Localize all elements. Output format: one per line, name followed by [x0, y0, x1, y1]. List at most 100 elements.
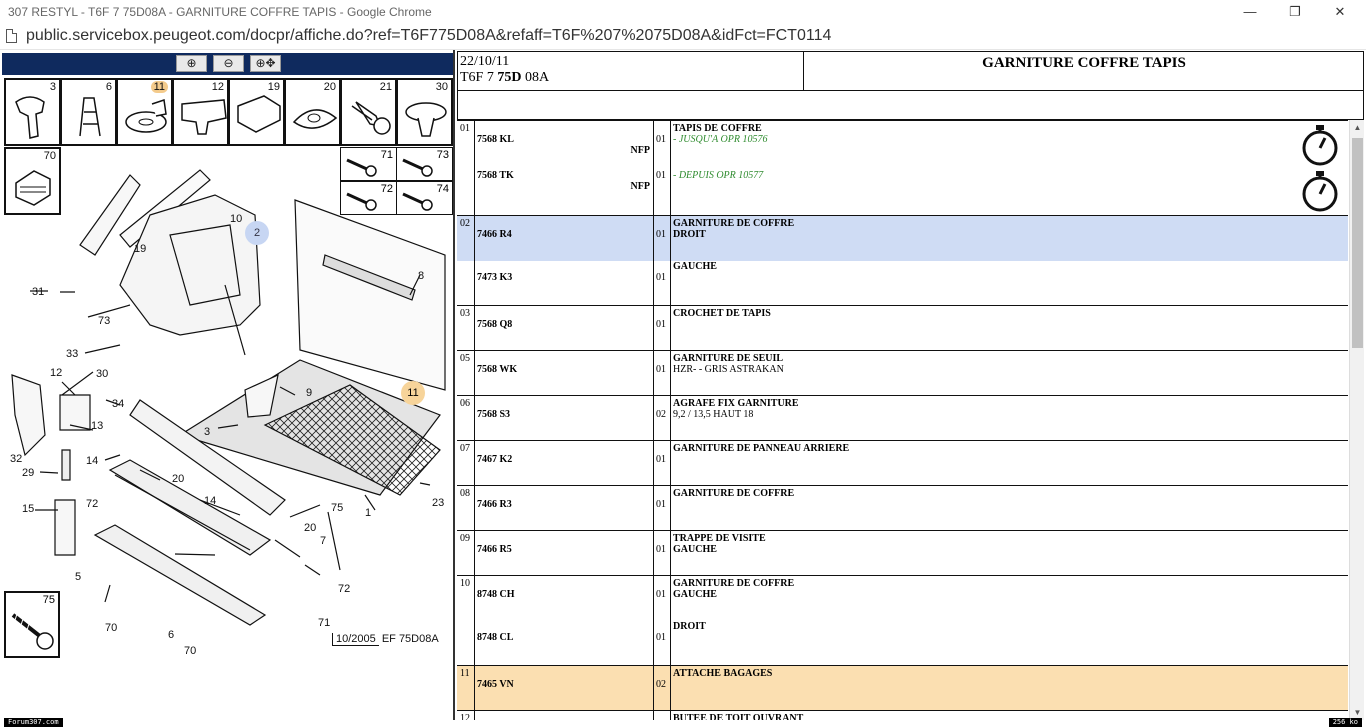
thumbnail-number: 19	[267, 81, 280, 93]
illustration-panel: ⊕ ⊖ ⊕✥ 3 6 11 12 19 20 21	[0, 50, 455, 720]
screw-icon	[402, 158, 433, 177]
scroll-up-arrow[interactable]: ▲	[1353, 123, 1362, 132]
thumbnail-21[interactable]: 21	[340, 78, 397, 146]
thumbnail-70[interactable]: 70	[4, 147, 61, 215]
thumbnail-30[interactable]: 30	[396, 78, 453, 146]
diagram-label[interactable]: 6	[168, 629, 175, 641]
part-reference[interactable]: 7467 K2	[477, 454, 513, 465]
scrollbar-thumb[interactable]	[1352, 138, 1363, 348]
diagram-label[interactable]: 7	[320, 535, 327, 547]
part-reference[interactable]: 7466 R4	[477, 229, 512, 240]
part-reference[interactable]: 7473 K3	[477, 272, 513, 283]
close-button[interactable]: ✕	[1334, 4, 1346, 19]
thumbnail-74[interactable]: 74	[396, 181, 453, 215]
thumbnail-6[interactable]: 6	[60, 78, 117, 146]
diagram-label[interactable]: 70	[105, 622, 118, 634]
diagram-label[interactable]: 15	[22, 503, 35, 515]
thumbnail-20[interactable]: 20	[284, 78, 341, 146]
diagram-label[interactable]: 33	[66, 348, 79, 360]
diagram-label[interactable]: 13	[91, 420, 104, 432]
diagram-label[interactable]: 10	[230, 213, 243, 225]
address-bar[interactable]: public.servicebox.peugeot.com/docpr/affi…	[0, 24, 1366, 50]
diagram-label[interactable]: 5	[75, 571, 82, 583]
thumbnail-12[interactable]: 12	[172, 78, 229, 146]
part-designation: TRAPPE DE VISITE	[673, 533, 766, 544]
thumbnail-73[interactable]: 73	[396, 147, 453, 181]
scrollbar[interactable]: ▲ ▼	[1349, 120, 1364, 720]
part-reference[interactable]: 8748 CL	[477, 632, 514, 643]
part-reference[interactable]: 7465 VN	[477, 679, 514, 690]
diagram-label[interactable]: 20	[172, 473, 185, 485]
diagram-label[interactable]: 30	[96, 368, 109, 380]
diagram-label[interactable]: 29	[22, 467, 35, 479]
zoom-in-button[interactable]: ⊕	[176, 55, 207, 72]
diagram-label[interactable]: 1	[365, 507, 372, 519]
diagram-label[interactable]: 23	[432, 497, 445, 509]
diagram-badge-11[interactable]: 11	[401, 381, 425, 405]
diagram-label[interactable]: 34	[112, 398, 125, 410]
diagram-label[interactable]: 14	[86, 455, 99, 467]
row-number: 10	[457, 576, 475, 665]
part-reference[interactable]: 7568 S3	[477, 409, 511, 420]
zoom-fit-button[interactable]: ⊕✥	[250, 55, 281, 72]
diagram-label[interactable]: 32	[10, 453, 23, 465]
diagram-label[interactable]: 20	[304, 522, 317, 534]
exploded-diagram[interactable]: 10 19 31 73 33 12 30 34 13 14 32 29 15 2…	[0, 155, 455, 657]
thumbnail-19[interactable]: 19	[228, 78, 285, 146]
part-reference[interactable]: 7568 TK	[477, 170, 514, 181]
url-text[interactable]: public.servicebox.peugeot.com/docpr/affi…	[26, 27, 832, 44]
part-reference[interactable]: 7466 R3	[477, 499, 512, 510]
part-reference[interactable]: 7568 WK	[477, 364, 518, 375]
reference-cell: 8748 CH 8748 CL	[475, 576, 654, 665]
screw-icon	[402, 192, 433, 211]
stopwatch-icon[interactable]	[1300, 169, 1340, 213]
diagram-label[interactable]: 9	[306, 387, 313, 399]
part-reference[interactable]: 8748 CH	[477, 589, 515, 600]
part-reference[interactable]: 7568 KL	[477, 134, 514, 145]
diagram-label[interactable]: 72	[86, 498, 99, 510]
diagram-badge-2[interactable]: 2	[245, 221, 269, 245]
quantity-cell: 02	[654, 396, 671, 440]
thumbnail-11[interactable]: 11	[116, 78, 173, 146]
thumbnail-72[interactable]: 72	[340, 181, 397, 215]
part-reference[interactable]: 7466 R5	[477, 544, 512, 555]
diagram-label[interactable]: 70	[184, 645, 197, 657]
diagram-label[interactable]: 73	[98, 315, 111, 327]
zoom-out-button[interactable]: ⊖	[213, 55, 244, 72]
diagram-label[interactable]: 3	[204, 426, 211, 438]
minimize-button[interactable]: —	[1243, 4, 1257, 19]
part-note: 9,2 / 13,5 HAUT 18	[673, 409, 754, 420]
thumbnail-3[interactable]: 3	[4, 78, 61, 146]
diagram-label[interactable]: 75	[331, 502, 344, 514]
diagram-label[interactable]: 8	[418, 270, 425, 282]
thumbnail-75[interactable]: 75	[4, 591, 60, 658]
diagram-label[interactable]: 12	[50, 367, 63, 379]
diagram-label[interactable]: 19	[134, 243, 147, 255]
part-reference[interactable]: 7568 Q8	[477, 319, 513, 330]
diagram-label[interactable]: 72	[338, 583, 351, 595]
part-quantity: 02	[656, 409, 666, 420]
diagram-label[interactable]: 14	[204, 495, 217, 507]
part-quantity: 01	[656, 589, 666, 600]
restore-button[interactable]: ❐	[1289, 4, 1301, 19]
scroll-down-arrow[interactable]: ▼	[1353, 708, 1362, 717]
diagram-label[interactable]: 31	[32, 286, 45, 298]
diagram-label[interactable]: 71	[318, 617, 331, 629]
part-quantity: 01	[656, 544, 666, 555]
part-designation: DROIT	[673, 621, 706, 632]
part-designation: BUTEE DE TOIT OUVRANT	[673, 713, 804, 720]
stopwatch-icon[interactable]	[1300, 123, 1340, 167]
designation-cell: BUTEE DE TOIT OUVRANT	[671, 711, 1348, 720]
